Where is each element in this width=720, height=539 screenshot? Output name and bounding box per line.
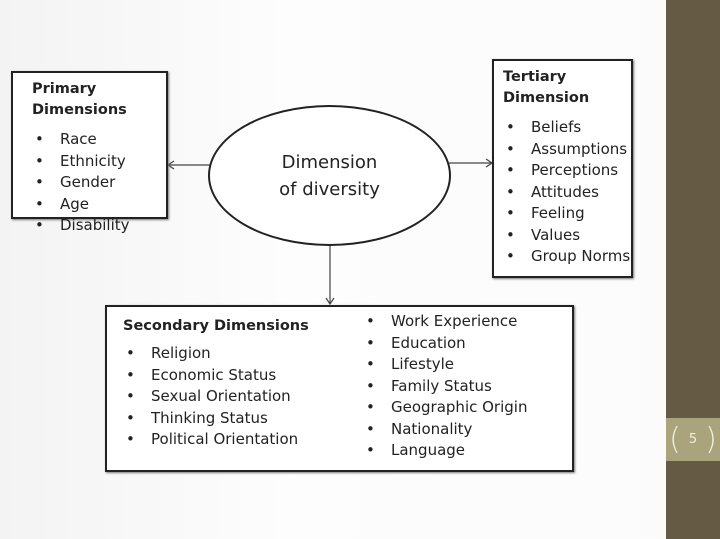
list-item: Race [32,129,166,151]
title-line: Dimensions [32,102,127,118]
list-item: Group Norms [503,246,631,268]
secondary-title: Secondary Dimensions [123,318,309,334]
list-item: Religion [123,343,309,365]
slide-number: 5 [688,432,698,447]
list-item: Values [503,225,631,247]
secondary-left-column: Secondary Dimensions Religion Economic S… [123,316,309,451]
list-item: Disability [32,215,166,237]
secondary-right-list: Work Experience Education Lifestyle Fami… [363,311,527,462]
list-item: Attitudes [503,182,631,204]
list-item: Ethnicity [32,151,166,173]
title-line: Tertiary [503,69,567,85]
list-item: Political Orientation [123,429,309,451]
list-item: Perceptions [503,160,631,182]
slide-number-badge: (5) [666,418,720,461]
list-item: Language [363,440,527,462]
title-line: Dimension [503,90,590,106]
list-item: Beliefs [503,117,631,139]
list-item: Sexual Orientation [123,386,309,408]
list-item: Age [32,194,166,216]
secondary-dimensions-box: Secondary Dimensions Religion Economic S… [105,305,574,472]
list-item: Assumptions [503,139,631,161]
list-item: Family Status [363,376,527,398]
title-line: Primary [32,81,97,97]
list-item: Geographic Origin [363,397,527,419]
center-ellipse: Dimension of diversity [208,105,451,246]
list-item: Gender [32,172,166,194]
secondary-left-list: Religion Economic Status Sexual Orientat… [123,343,309,451]
list-item: Nationality [363,419,527,441]
list-item: Work Experience [363,311,527,333]
list-item: Thinking Status [123,408,309,430]
list-item: Economic Status [123,365,309,387]
list-item: Lifestyle [363,354,527,376]
list-item: Education [363,333,527,355]
center-line: Dimension [281,151,378,173]
list-item: Feeling [503,203,631,225]
center-line: of diversity [279,178,380,200]
tertiary-list: Beliefs Assumptions Perceptions Attitude… [503,117,631,268]
primary-list: Race Ethnicity Gender Age Disability [32,129,166,237]
